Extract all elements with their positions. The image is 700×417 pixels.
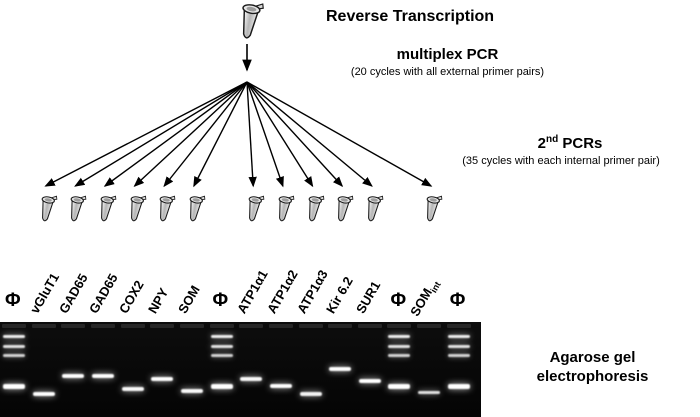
gel-well <box>209 324 234 328</box>
marker-lane-label: Φ <box>449 290 466 311</box>
fan-arrow <box>103 81 248 187</box>
pcr-product-band <box>418 391 441 394</box>
second-pcr-base: 2 <box>537 135 546 152</box>
pcr-tube-icon <box>156 193 177 223</box>
gel-well <box>2 324 26 328</box>
marker-band <box>447 354 470 357</box>
pcr-product-band <box>151 377 174 381</box>
fan-arrow <box>246 81 344 188</box>
lane-label: Kir 6.2 <box>323 274 357 316</box>
gel-label-line2: electrophoresis <box>536 368 649 385</box>
gel-well <box>446 324 471 328</box>
pcr-tube-icon <box>185 193 206 223</box>
gel-well <box>268 324 293 328</box>
pcr-product-band <box>180 389 203 393</box>
pcr-product-band <box>91 374 114 378</box>
pcr-product-band <box>358 379 381 383</box>
marker-band <box>388 384 411 389</box>
lane-label: GAD65 <box>85 270 121 316</box>
fan-arrow <box>246 81 314 188</box>
gel-well <box>239 324 264 328</box>
lane-label-subscript: int <box>428 279 443 295</box>
pcr-product-band <box>32 392 55 396</box>
lane-label: SUR1 <box>352 278 384 316</box>
fan-arrow <box>193 81 248 188</box>
fan-arrow <box>163 81 248 188</box>
gel-well <box>90 324 115 328</box>
gel-well <box>120 324 145 328</box>
gel-well <box>31 324 56 328</box>
marker-lane-label: Φ <box>390 290 407 311</box>
pcr-tube-icon <box>363 193 384 223</box>
multiplex-pcr-note: (20 cycles with all external primer pair… <box>350 66 545 78</box>
pcr-tube-icon <box>423 193 443 223</box>
reverse-transcription-label: Reverse Transcription <box>326 8 495 25</box>
marker-band <box>210 384 233 389</box>
marker-band <box>3 335 25 338</box>
pcr-tube-icon <box>245 193 266 223</box>
gel-label-line1: Agarose gel <box>549 349 636 366</box>
gel-well <box>150 324 175 328</box>
lane-label: COX2 <box>115 277 147 316</box>
marker-band <box>3 345 25 348</box>
second-pcr-note: (35 cycles with each internal primer pai… <box>462 155 660 167</box>
marker-band <box>210 345 233 348</box>
pcr-product-band <box>269 384 292 388</box>
gel-well <box>328 324 353 328</box>
gel-well <box>357 324 382 328</box>
marker-band <box>447 345 470 348</box>
fan-arrow <box>246 81 284 188</box>
multiplex-pcr-label: multiplex PCR <box>396 46 499 63</box>
pcr-product-band <box>240 377 263 381</box>
fan-arrow <box>246 81 433 187</box>
pcr-tube-icon <box>334 193 355 223</box>
lane-label: NPY <box>145 285 172 316</box>
second-pcr-label: 2nd PCRs <box>470 134 670 152</box>
second-pcr-sup: nd <box>545 134 559 145</box>
marker-band <box>447 384 470 389</box>
gel-well <box>179 324 204 328</box>
marker-band <box>388 335 411 338</box>
agarose-gel-image <box>0 322 481 417</box>
pcr-tube-icon <box>37 193 58 223</box>
gel-well <box>61 324 86 328</box>
pcr-tube-icon <box>126 193 147 223</box>
marker-band <box>388 345 411 348</box>
marker-band <box>3 384 25 389</box>
pcr-tube-icon <box>96 193 117 223</box>
rt-tube-icon <box>237 0 265 41</box>
second-pcr-rest: PCRs <box>558 135 603 152</box>
marker-lane-label: Φ <box>212 290 229 311</box>
pcr-product-band <box>299 392 322 396</box>
gel-well <box>417 324 442 328</box>
marker-band <box>210 335 233 338</box>
fan-arrow <box>74 81 248 187</box>
lane-label: SOM <box>174 282 203 316</box>
fan-arrow <box>44 81 248 187</box>
pcr-tube-icon <box>274 193 295 223</box>
marker-band <box>388 354 411 357</box>
pcr-tube-icon <box>67 193 88 223</box>
gel-well <box>298 324 323 328</box>
fan-arrow <box>246 81 257 188</box>
pcr-product-band <box>121 387 144 391</box>
fan-arrow <box>246 81 373 187</box>
marker-band <box>210 354 233 357</box>
marker-lane-label: Φ <box>5 290 21 311</box>
pcr-product-band <box>62 374 85 378</box>
marker-band <box>3 354 25 357</box>
pcr-tube-icon <box>304 193 325 223</box>
gel-well <box>387 324 412 328</box>
pcr-product-band <box>329 367 352 371</box>
marker-band <box>447 335 470 338</box>
fan-arrow <box>133 81 248 187</box>
lane-label: SOMint <box>407 279 443 319</box>
gel-electrophoresis-label: Agarose gel electrophoresis <box>500 348 685 386</box>
